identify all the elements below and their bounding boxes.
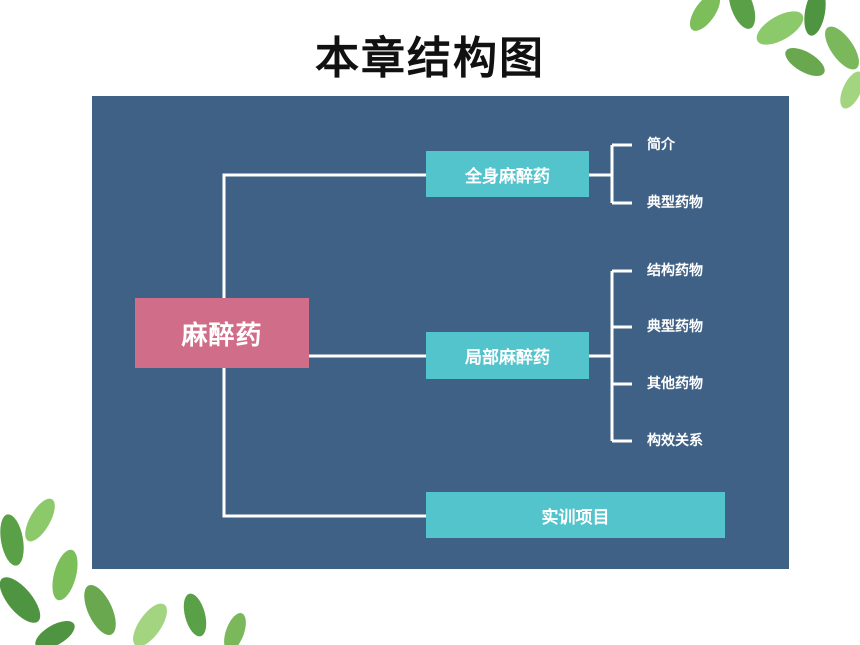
branch-2-bracket	[589, 269, 632, 443]
root-trunk-connector	[222, 173, 426, 298]
branch-node-local-anesthetics: 局部麻醉药	[426, 332, 589, 379]
leaf-other-drugs: 其他药物	[647, 376, 703, 392]
root-trunk-lower-connector	[222, 368, 426, 518]
leaf-typical-drugs-local: 典型药物	[647, 319, 703, 335]
leaf-introduction: 简介	[647, 137, 675, 153]
branch-node-general-anesthetics: 全身麻醉药	[426, 151, 589, 197]
root-node-label: 麻醉药	[181, 320, 263, 351]
leaf-structure-activity: 构效关系	[647, 433, 703, 449]
leaf-structure-drugs: 结构药物	[647, 263, 703, 279]
leaf-typical-drugs-general: 典型药物	[647, 195, 703, 211]
branch-1-bracket	[589, 143, 632, 205]
branch-node-practical-training: 实训项目	[426, 492, 725, 538]
branch-node-label: 全身麻醉药	[465, 166, 550, 187]
branch-node-label: 实训项目	[541, 507, 610, 528]
root-node: 麻醉药	[135, 298, 309, 368]
branch-node-label: 局部麻醉药	[465, 348, 550, 368]
page-title: 本章结构图	[315, 33, 545, 84]
